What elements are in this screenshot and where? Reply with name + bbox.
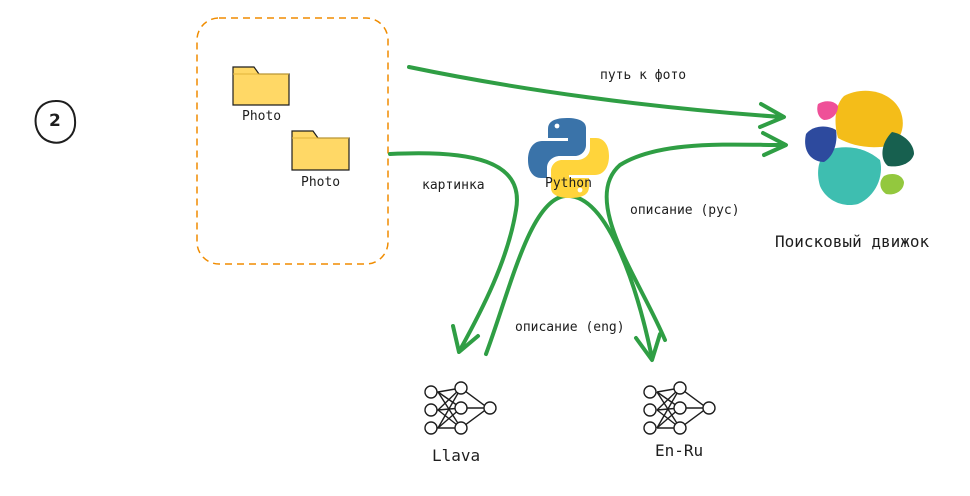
neural-network-icon bbox=[424, 381, 497, 435]
edge-label-path: путь к фото bbox=[600, 68, 687, 83]
arrowhead bbox=[758, 102, 786, 129]
python-label: Python bbox=[545, 176, 592, 191]
arrow-description-rus bbox=[604, 142, 786, 342]
arrow-picture bbox=[388, 151, 519, 352]
folder-icon bbox=[291, 130, 350, 171]
arrow-path-to-photo bbox=[407, 65, 784, 119]
folder-icon bbox=[232, 66, 290, 106]
arrowhead bbox=[634, 332, 662, 362]
photo-group-border bbox=[196, 17, 389, 265]
folder-label: Photo bbox=[242, 109, 282, 124]
arrowhead bbox=[761, 131, 788, 157]
edge-label-eng: описание (eng) bbox=[515, 320, 625, 335]
model-label-en-ru: En-Ru bbox=[655, 441, 704, 460]
search-engine-label: Поисковый движок bbox=[775, 232, 930, 251]
elastic-logo bbox=[805, 90, 914, 206]
folder-label: Photo bbox=[301, 175, 341, 190]
python-logo bbox=[528, 118, 609, 198]
model-label-llava: Llava bbox=[432, 446, 481, 465]
neural-network-icon bbox=[643, 381, 716, 435]
step-circle bbox=[34, 99, 77, 144]
arrowhead bbox=[451, 324, 480, 354]
step-number: 2 bbox=[49, 111, 61, 131]
edge-label-picture: картинка bbox=[422, 178, 485, 193]
edge-label-rus: описание (рус) bbox=[630, 203, 740, 218]
